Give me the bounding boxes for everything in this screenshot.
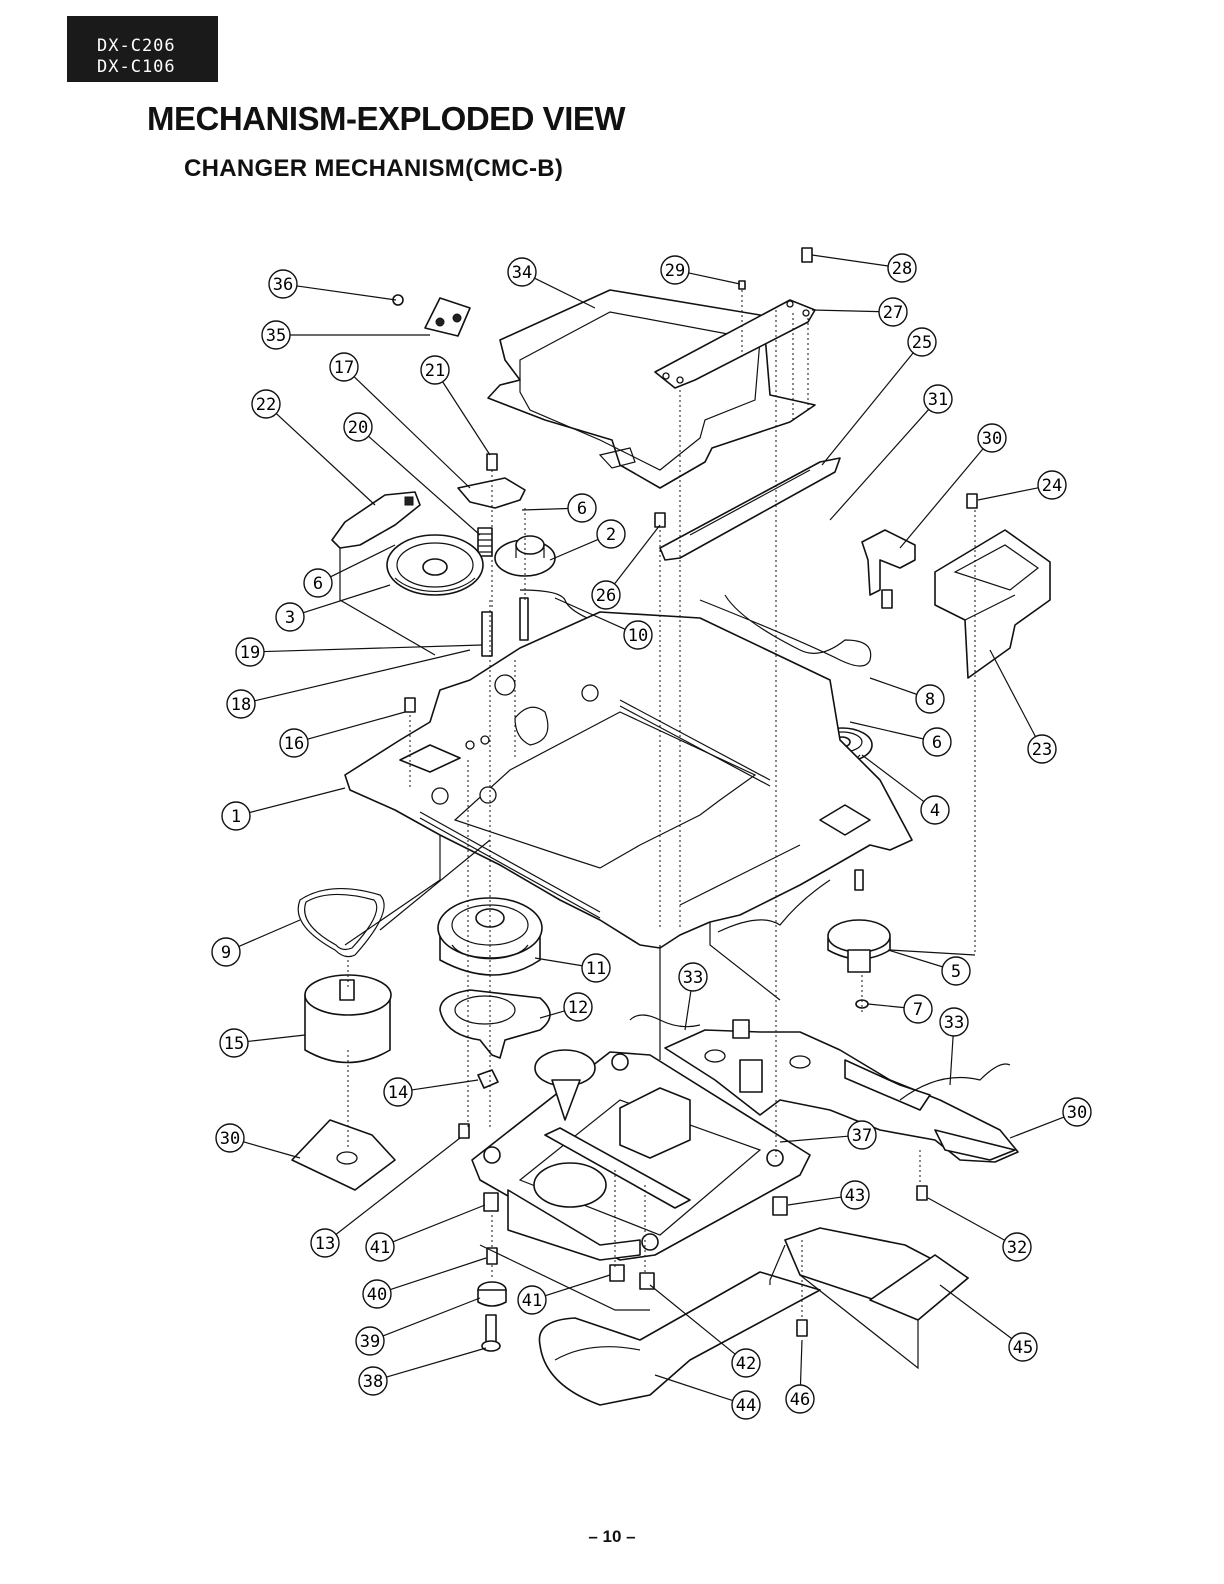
callout-label-42: 42 [736,1354,756,1374]
callout-leader-1 [250,788,345,813]
callout-leader-40 [390,1258,486,1290]
callout-leader-30 [1010,1117,1064,1138]
callout-leader-39 [383,1298,480,1336]
callout-leader-31 [830,409,929,520]
callout-leader-9 [239,920,300,946]
callout-label-30: 30 [982,429,1002,449]
callout-label-19: 19 [240,643,260,663]
callout-label-36: 36 [273,275,293,295]
callout-label-34: 34 [512,263,532,283]
callout-label-16: 16 [284,734,304,754]
callout-label-26: 26 [596,586,616,606]
callout-label-45: 45 [1013,1338,1033,1358]
small-bracket [425,298,470,336]
callout-label-39: 39 [360,1332,380,1352]
callout-label-22: 22 [256,395,276,415]
callout-leader-45 [940,1285,1012,1339]
callout-label-23: 23 [1032,740,1052,760]
callout-label-46: 46 [790,1390,810,1410]
callout-leader-18 [255,650,470,701]
callout-label-3: 3 [285,608,295,628]
callout-label-33: 33 [683,968,703,988]
callout-label-2: 2 [606,525,616,545]
callout-leader-41 [393,1205,485,1242]
callout-label-41: 41 [370,1238,390,1258]
callout-label-8: 8 [925,690,935,710]
callout-label-35: 35 [266,326,286,346]
callout-label-29: 29 [665,261,685,281]
callout-label-24: 24 [1042,476,1062,496]
callout-leader-8 [870,678,917,694]
callout-leader-32 [928,1198,1005,1240]
callout-label-30: 30 [220,1129,240,1149]
callout-label-17: 17 [334,358,354,378]
callout-leader-30 [243,1142,300,1158]
callout-leader-21 [443,382,490,455]
callout-leader-16 [307,712,405,739]
callout-label-15: 15 [224,1034,244,1054]
callout-label-11: 11 [586,959,606,979]
callout-label-6: 6 [577,499,587,519]
callout-leader-2 [550,539,598,560]
callout-label-31: 31 [928,390,948,410]
callout-label-6: 6 [313,574,323,594]
lever-arm [458,478,525,508]
callout-leader-33 [685,991,691,1030]
callout-label-44: 44 [736,1396,756,1416]
callout-label-12: 12 [568,998,588,1018]
mechanism-drawing [292,248,1050,1405]
callout-leader-43 [788,1197,841,1205]
callout-label-43: 43 [845,1186,865,1206]
callout-leader-27 [812,310,879,312]
callout-label-18: 18 [231,695,251,715]
main-chassis [345,612,912,948]
callout-leader-25 [822,353,913,465]
callout-label-7: 7 [913,1000,923,1020]
callout-label-27: 27 [883,303,903,323]
ribbon-cable [539,1272,820,1405]
callout-leader-15 [248,1035,305,1041]
callout-label-41: 41 [522,1291,542,1311]
callout-leader-37 [780,1136,848,1142]
callout-label-4: 4 [930,801,940,821]
callout-label-6: 6 [932,733,942,753]
callout-leader-19 [264,645,482,652]
cam-wheel [440,990,550,1058]
callout-label-33: 33 [944,1013,964,1033]
callout-label-32: 32 [1007,1238,1027,1258]
callout-leader-38 [386,1348,486,1377]
callout-leader-28 [812,255,888,266]
callout-leader-24 [978,488,1038,500]
callout-label-28: 28 [892,259,912,279]
callout-leader-34 [535,278,595,308]
callout-leader-23 [990,650,1035,737]
callout-label-20: 20 [348,418,368,438]
callout-leader-6 [522,508,568,510]
callout-label-40: 40 [367,1285,387,1305]
page-number: – 10 – [0,1527,1224,1547]
callout-label-13: 13 [315,1234,335,1254]
callout-leader-14 [412,1080,478,1090]
callout-label-38: 38 [363,1372,383,1392]
callout-label-25: 25 [912,333,932,353]
callout-label-10: 10 [628,626,648,646]
callout-leader-7 [868,1004,904,1008]
callout-leader-36 [297,286,396,300]
callout-label-37: 37 [852,1126,872,1146]
callout-leader-46 [800,1340,802,1385]
callout-label-9: 9 [221,943,231,963]
callout-label-5: 5 [951,962,961,982]
callout-leader-11 [535,958,582,966]
callout-label-30: 30 [1067,1103,1087,1123]
callout-leader-44 [655,1375,733,1401]
callout-label-1: 1 [231,807,241,827]
callout-label-21: 21 [425,361,445,381]
callout-label-14: 14 [388,1083,408,1103]
callout-leader-29 [689,273,740,284]
